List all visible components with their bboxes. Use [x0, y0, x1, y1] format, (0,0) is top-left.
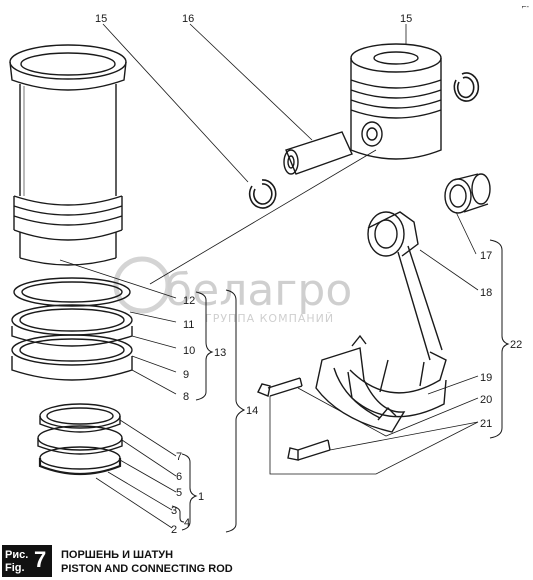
callout-6: 6 [176, 471, 182, 483]
circlip-left [248, 179, 277, 209]
callout-5: 5 [176, 487, 182, 499]
callout-21: 21 [480, 418, 492, 430]
rod-bolt-upper [257, 377, 303, 397]
callout-2: 2 [171, 524, 177, 536]
callout-3: 3 [171, 505, 177, 517]
callout-10: 10 [183, 345, 195, 357]
callout-20: 20 [480, 394, 492, 406]
callout-7: 7 [176, 451, 182, 463]
callout-9: 9 [183, 369, 189, 381]
figure-badge: Рис. Fig. 7 [2, 545, 52, 577]
callout-8: 8 [183, 391, 189, 403]
callout-4: 4 [184, 517, 190, 529]
callout-18: 18 [480, 287, 492, 299]
rod-cap [315, 334, 406, 433]
callout-12: 12 [183, 295, 195, 307]
callout-13: 13 [214, 347, 226, 359]
callout-1: 1 [198, 491, 204, 503]
figure-number: 7 [34, 547, 47, 572]
watermark-brand: белагро [165, 265, 352, 316]
figure-title-en: PISTON AND CONNECTING ROD [61, 563, 233, 575]
piston [350, 43, 442, 160]
brackets [171, 239, 510, 533]
figure-title-ru: ПОРШЕНЬ И ШАТУН [61, 549, 174, 561]
callout-19: 19 [480, 372, 492, 384]
callout-16: 16 [182, 13, 194, 25]
callout-15-left: 15 [95, 13, 107, 25]
leader-lines [59, 23, 479, 529]
callout-14: 14 [246, 405, 258, 417]
watermark: белагро ГРУППА КОМПАНИЙ [113, 256, 352, 325]
figure-label-en: Fig. [5, 562, 25, 574]
watermark-sub: ГРУППА КОМПАНИЙ [205, 312, 334, 325]
callout-11: 11 [183, 319, 194, 331]
ring-set-lower [37, 403, 123, 476]
callout-labels: 15 16 15 17 18 12 11 10 9 8 13 14 22 19 … [95, 13, 522, 536]
figure-label-ru: Рис. [5, 549, 29, 561]
callout-17: 17 [480, 250, 492, 262]
figure-caption: Рис. Fig. 7 ПОРШЕНЬ И ШАТУН PISTON AND C… [0, 545, 533, 578]
small-end-bushing [444, 173, 491, 214]
callout-22: 22 [510, 339, 522, 351]
connecting-rod [347, 211, 447, 418]
circlip-right [453, 72, 480, 102]
cylinder-liner [9, 44, 127, 266]
callout-15-right: 15 [400, 13, 412, 25]
rod-bolt-lower [287, 439, 331, 461]
ring-set-upper [11, 277, 133, 381]
corner-mark: ⌐- [521, 2, 529, 11]
piston-pin [283, 131, 353, 175]
